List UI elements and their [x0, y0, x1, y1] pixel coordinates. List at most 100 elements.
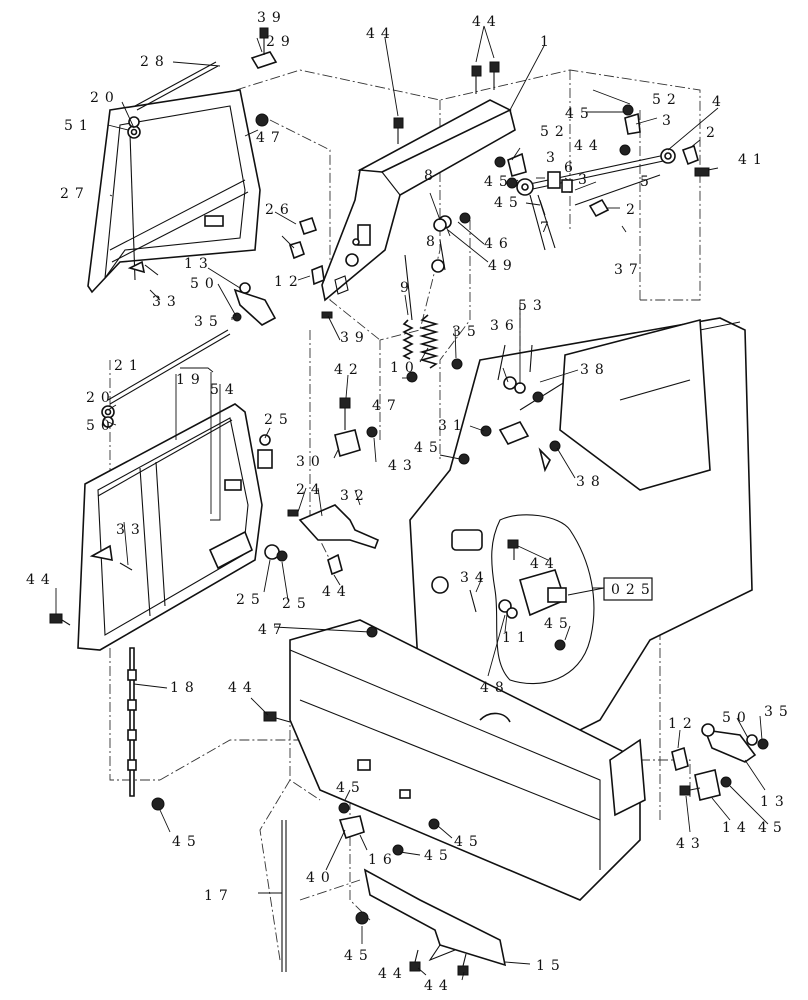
label-43: 43 — [676, 836, 706, 852]
label-40: 40 — [306, 870, 336, 886]
label-20: 20 — [86, 390, 116, 406]
label-47: 47 — [372, 398, 402, 414]
label-8: 8 — [426, 234, 441, 250]
label-1: 1 — [540, 34, 555, 50]
label-19: 19 — [176, 372, 206, 388]
label-44: 44 — [322, 584, 352, 600]
label-44: 44 — [424, 978, 454, 994]
label-47: 47 — [258, 622, 288, 638]
label-13: 13 — [184, 256, 214, 272]
label-2: 2 — [706, 125, 721, 141]
label-30: 30 — [296, 454, 326, 470]
side-panel-19 — [77, 403, 263, 651]
label-32: 32 — [340, 488, 370, 504]
lower-housing — [289, 619, 646, 901]
label-49: 49 — [488, 258, 518, 274]
leader-lines — [55, 25, 769, 981]
label-15: 15 — [536, 958, 566, 974]
rod-28 — [127, 61, 219, 139]
label-45: 45 — [484, 174, 514, 190]
label-34: 34 — [460, 570, 490, 586]
label-29: 29 — [266, 34, 296, 50]
linkage-assembly-top-right — [507, 112, 710, 251]
label-14: 14 — [722, 820, 752, 836]
callout-labels: 1 44 44 39 29 28 20 51 27 47 45 52 4 3 2… — [26, 10, 794, 994]
label-45: 45 — [544, 616, 574, 632]
label-44: 44 — [228, 680, 258, 696]
cutout-detail — [458, 420, 595, 685]
label-44: 44 — [530, 556, 560, 572]
label-18: 18 — [170, 680, 200, 696]
label-27: 27 — [60, 186, 90, 202]
label-37: 37 — [614, 262, 644, 278]
label-3: 3 — [662, 113, 677, 129]
hinge-plate-29 — [250, 27, 278, 69]
label-35: 35 — [194, 314, 224, 330]
label-45: 45 — [336, 780, 366, 796]
label-39: 39 — [340, 330, 370, 346]
label-11: 11 — [502, 630, 532, 646]
label-48: 48 — [480, 680, 510, 696]
label-39: 39 — [257, 10, 287, 26]
nut-47-top — [255, 113, 269, 127]
label-45: 45 — [454, 834, 484, 850]
bracket-30 — [334, 397, 378, 458]
label-53: 53 — [518, 298, 548, 314]
label-2: 2 — [626, 202, 641, 218]
label-50: 50 — [190, 276, 220, 292]
label-44: 44 — [472, 14, 502, 30]
label-33: 33 — [116, 522, 146, 538]
knob-25-bracket-22 — [257, 434, 380, 576]
label-31: 31 — [438, 418, 468, 434]
misc-fasteners — [49, 613, 440, 856]
label-50: 50 — [86, 418, 116, 434]
bolts-44-lower — [355, 911, 469, 976]
right-cluster — [671, 723, 769, 801]
label-13: 13 — [760, 794, 790, 810]
bolts-44-top — [393, 61, 500, 144]
window-frame-27 — [87, 89, 261, 294]
rod-17 — [281, 820, 287, 972]
label-38: 38 — [576, 474, 606, 490]
label-45: 45 — [758, 820, 788, 836]
label-4: 4 — [712, 94, 727, 110]
label-45: 45 — [344, 948, 374, 964]
label-25: 25 — [264, 412, 294, 428]
label-10: 10 — [390, 360, 420, 376]
label-25: 25 — [282, 596, 312, 612]
label-38: 38 — [580, 362, 610, 378]
label-54: 54 — [210, 382, 240, 398]
label-45: 45 — [172, 834, 202, 850]
label-45: 45 — [494, 195, 524, 211]
label-50: 50 — [722, 710, 752, 726]
label-33: 33 — [152, 294, 182, 310]
label-36: 36 — [490, 318, 520, 334]
label-21: 21 — [114, 358, 144, 374]
label-16: 16 — [368, 852, 398, 868]
label-35: 35 — [764, 704, 794, 720]
small-parts-left — [144, 216, 333, 326]
label-47: 47 — [256, 130, 286, 146]
label-52: 52 — [540, 124, 570, 140]
label-45: 45 — [414, 440, 444, 456]
label-41: 41 — [738, 152, 768, 168]
label-24: 24 — [296, 482, 326, 498]
label-44: 44 — [574, 138, 604, 154]
label-43: 43 — [388, 458, 418, 474]
ref-box-text: 025 — [611, 582, 656, 598]
label-9: 9 — [400, 280, 415, 296]
label-44: 44 — [26, 572, 56, 588]
label-3: 3 — [578, 172, 593, 188]
label-5: 5 — [640, 174, 655, 190]
label-28: 28 — [140, 54, 170, 70]
label-20: 20 — [90, 90, 120, 106]
label-52: 52 — [652, 92, 682, 108]
strip-18 — [127, 647, 165, 811]
label-12: 12 — [668, 716, 698, 732]
label-3: 3 — [546, 150, 561, 166]
plate-15 — [363, 868, 507, 967]
label-26: 26 — [265, 202, 295, 218]
label-6: 6 — [564, 160, 579, 176]
